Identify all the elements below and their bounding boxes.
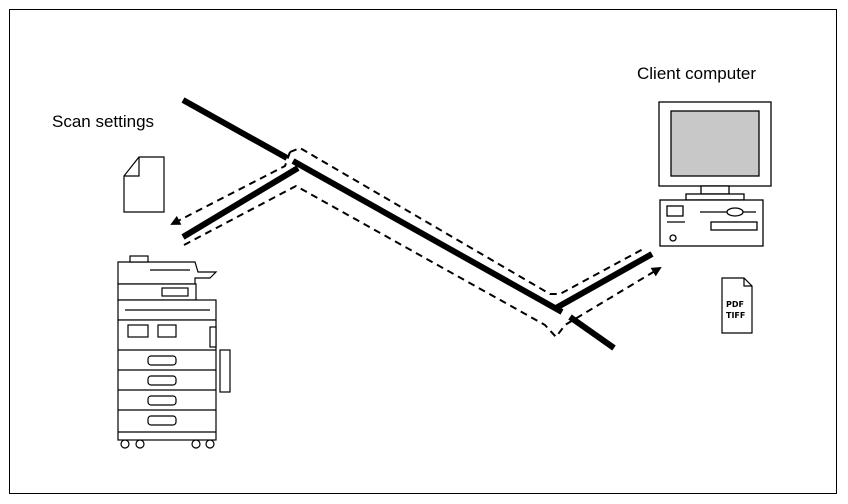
- tiff-format-label: TIFF: [726, 311, 745, 320]
- data-flow-path: [170, 146, 662, 339]
- network-line: [181, 97, 654, 351]
- settings-document-icon: [123, 156, 165, 213]
- mfp-printer-icon: [117, 255, 231, 449]
- pdf-format-label: PDF: [726, 300, 744, 309]
- output-document-icon: PDF TIFF: [721, 277, 753, 334]
- diagram-frame: [9, 9, 837, 494]
- client-computer-icon: [658, 101, 772, 247]
- scan-settings-label: Scan settings: [52, 112, 155, 131]
- client-computer-label: Client computer: [637, 64, 757, 83]
